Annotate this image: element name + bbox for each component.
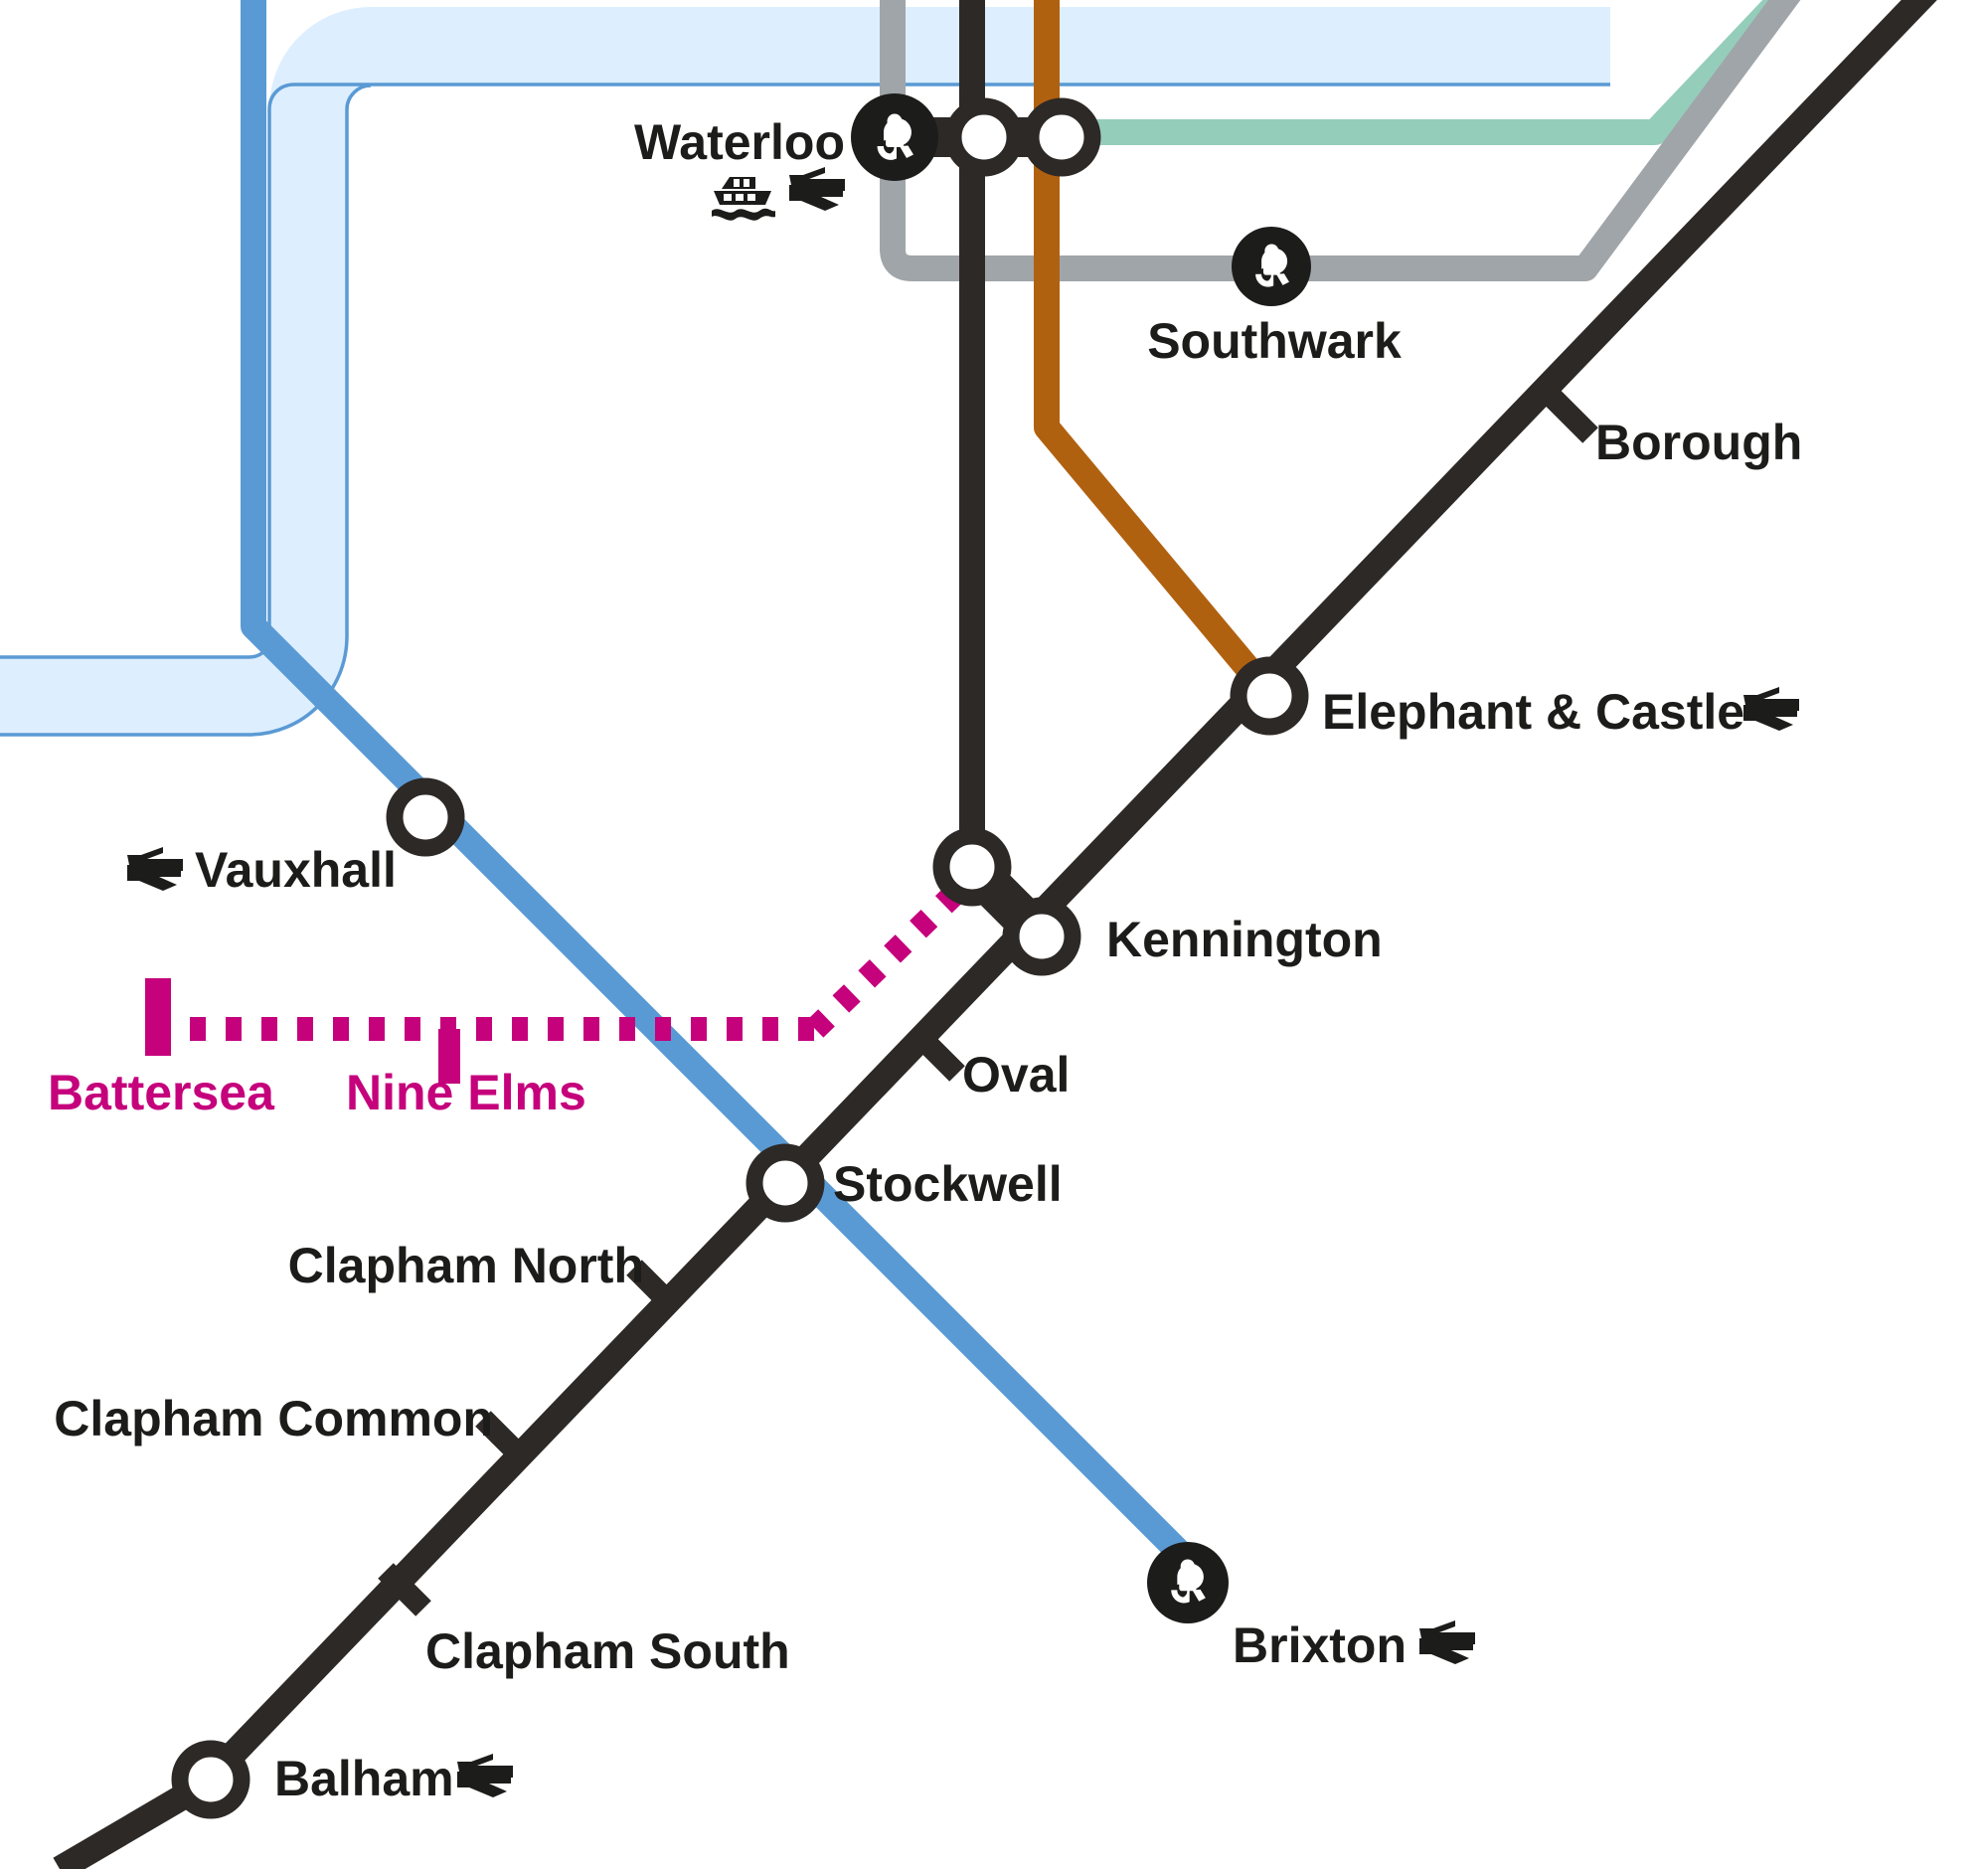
station-marker-stockwell[interactable] [746,1143,825,1223]
station-label-stockwell: Stockwell [833,1156,1063,1212]
station-tick-nine-elms [438,1029,460,1084]
station-tick-battersea [145,978,171,1056]
station-marker-waterloo[interactable] [851,93,1101,181]
northern-line-extension [154,866,983,1041]
station-marker-elephant-castle[interactable] [1230,656,1309,736]
station-marker-balham[interactable] [171,1740,250,1819]
station-marker-kennington[interactable] [932,827,1081,976]
vauxhall-national-rail-icon [127,847,183,891]
waterloo-riverboat-icon [712,177,775,221]
station-label-clapham-common: Clapham Common [54,1391,493,1446]
station-label-southwark: Southwark [1147,313,1402,369]
station-label-oval: Oval [962,1047,1070,1103]
balham-national-rail-icon [457,1754,513,1797]
waterloo-national-rail-icon [789,167,845,211]
station-tick-clapham-common [475,1411,529,1464]
station-tick-oval [911,1028,965,1082]
victoria-line [241,0,1208,1581]
station-label-borough: Borough [1595,415,1802,470]
station-tick-clapham-south [378,1563,431,1616]
station-marker-southwark[interactable] [1232,227,1311,306]
brixton-national-rail-icon [1419,1620,1475,1664]
station-marker-vauxhall[interactable] [386,777,465,857]
elephant-castle-national-rail-icon [1743,687,1799,731]
station-label-battersea: Battersea [48,1065,275,1120]
jubilee-line [880,0,1801,281]
station-label-elephant-castle: Elephant & Castle [1322,684,1744,740]
station-label-nine-elms: Nine Elms [346,1065,586,1120]
station-label-brixton: Brixton [1233,1617,1407,1673]
station-label-kennington: Kennington [1106,912,1383,967]
river-thames [0,7,1610,737]
station-tick-clapham-north [626,1260,680,1313]
station-label-waterloo: Waterloo [634,114,845,170]
station-label-balham: Balham [274,1751,454,1806]
station-tick-borough [1545,390,1598,443]
station-label-vauxhall: Vauxhall [195,842,397,898]
station-marker-brixton[interactable] [1147,1542,1229,1623]
station-label-clapham-south: Clapham South [425,1623,790,1679]
station-label-clapham-north: Clapham North [288,1238,644,1293]
